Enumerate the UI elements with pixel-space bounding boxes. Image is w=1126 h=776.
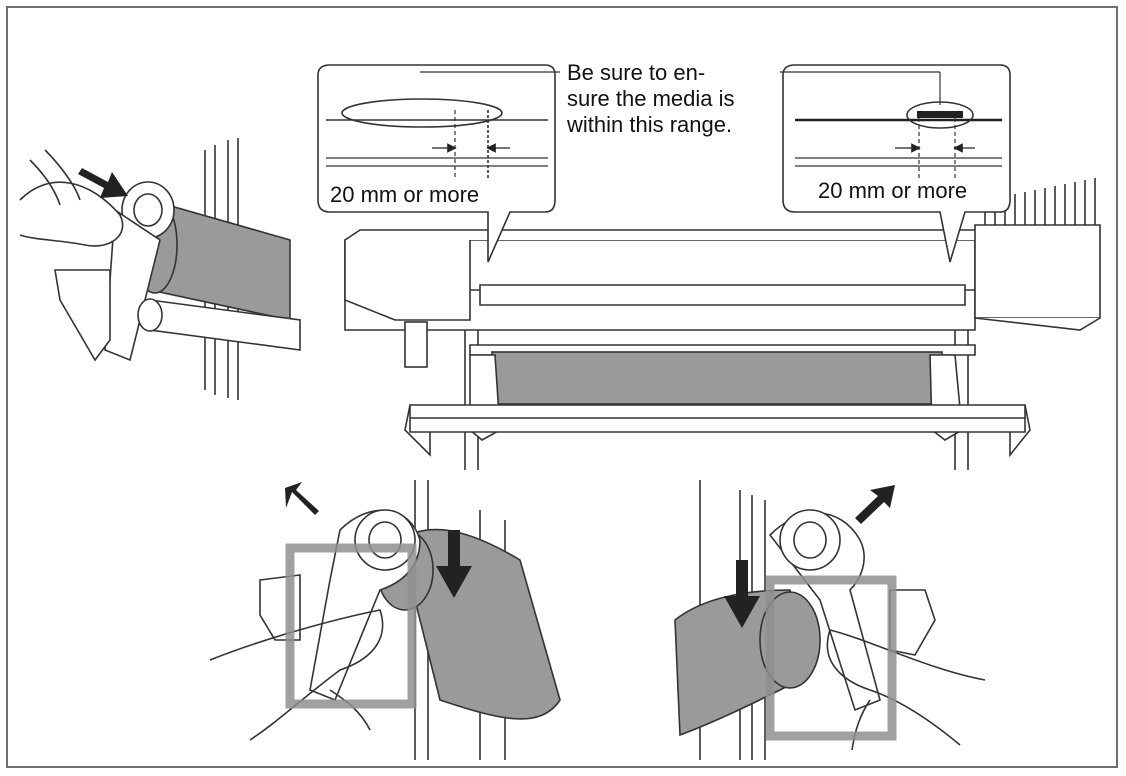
callout-left [317, 64, 560, 263]
pull-arrow-icon [855, 485, 895, 524]
push-arrow-icon [78, 168, 128, 198]
left-measure-label: 20 mm or more [330, 182, 480, 207]
range-note-line-3: within this range. [567, 112, 733, 137]
range-note-line-1: Be sure to en- [567, 60, 706, 85]
endcap-insert-illustration [19, 138, 301, 400]
pull-arrow-icon [285, 482, 319, 515]
printer-illustration [344, 178, 1101, 470]
highlight-box-right [765, 575, 897, 741]
down-arrow-icon [724, 560, 760, 628]
left-holder-illustration [209, 480, 561, 760]
right-holder-illustration [674, 480, 986, 760]
range-note-line-2: sure the media is [567, 86, 735, 111]
down-arrow-icon [436, 530, 472, 598]
callout-right [780, 64, 1011, 263]
highlight-box-left [285, 543, 417, 709]
right-measure-label: 20 mm or more [818, 178, 968, 203]
